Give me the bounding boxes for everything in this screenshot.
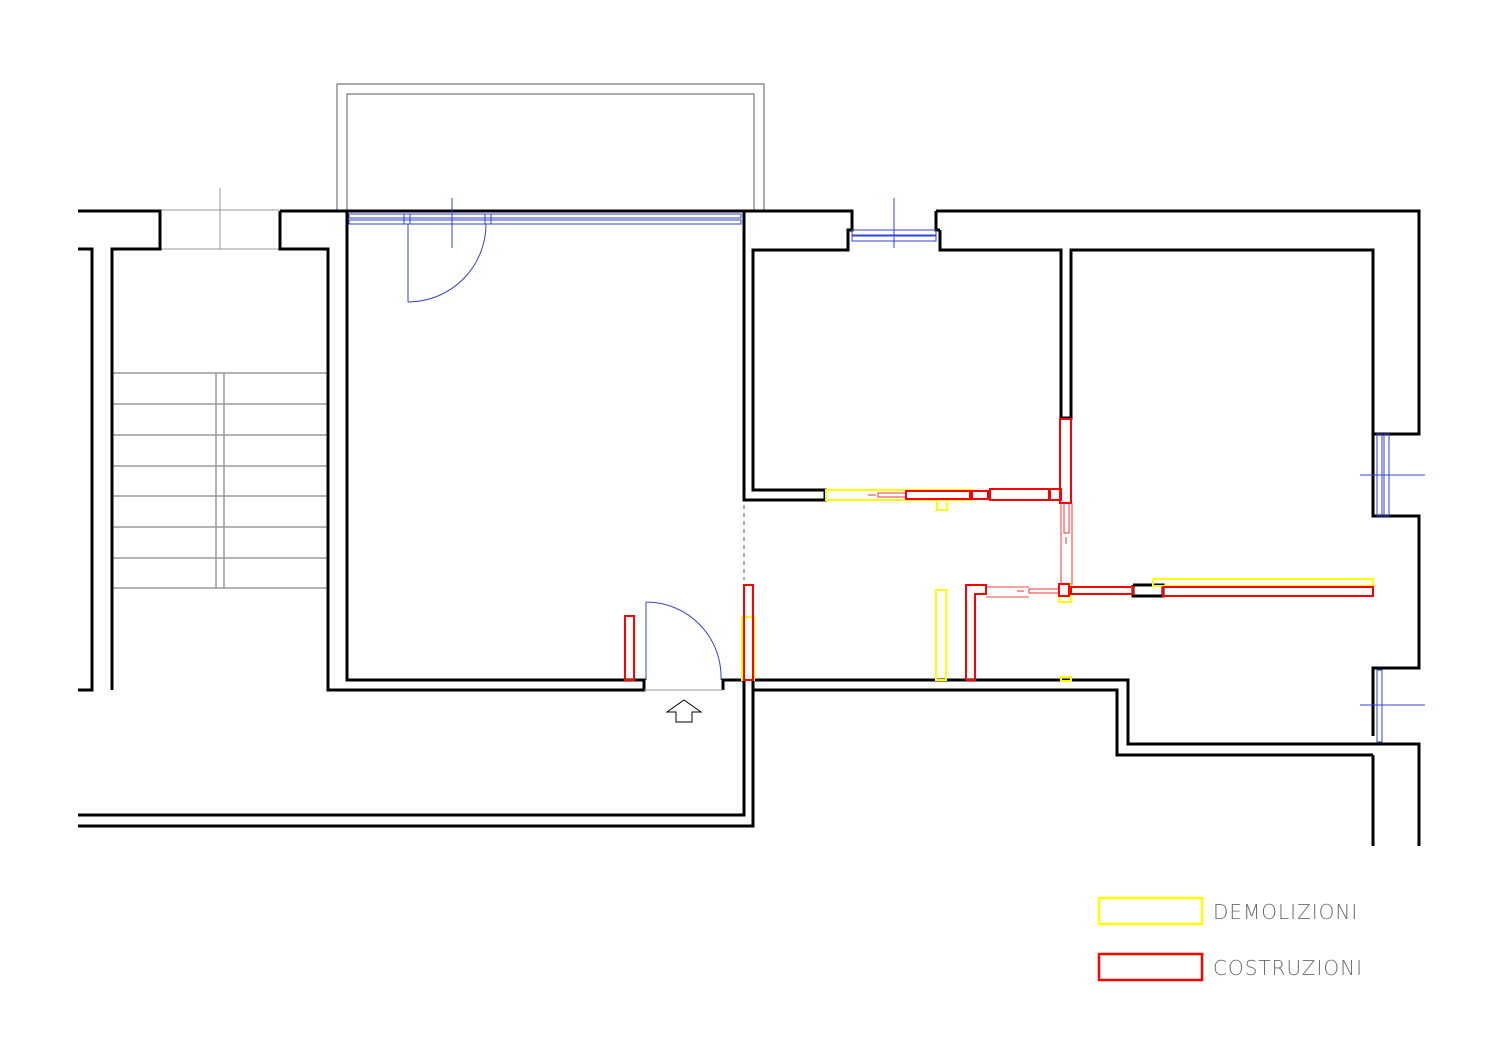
sliding-doors [868, 492, 1073, 598]
legend-label-construction: COSTRUZIONI [1213, 956, 1364, 980]
existing-walls [78, 209, 1421, 846]
construction-walls [624, 418, 1374, 681]
demolition-walls [741, 489, 1374, 682]
legend-swatch-construction [1097, 952, 1204, 982]
staircase [112, 372, 328, 589]
legend-label-demolition: DEMOLIZIONI [1213, 900, 1359, 924]
balcony [336, 83, 765, 211]
legend-swatch-demolition [1097, 896, 1204, 926]
stair-window [160, 188, 280, 250]
up-arrow-icon [665, 699, 703, 723]
windows-and-doors [348, 198, 1425, 743]
